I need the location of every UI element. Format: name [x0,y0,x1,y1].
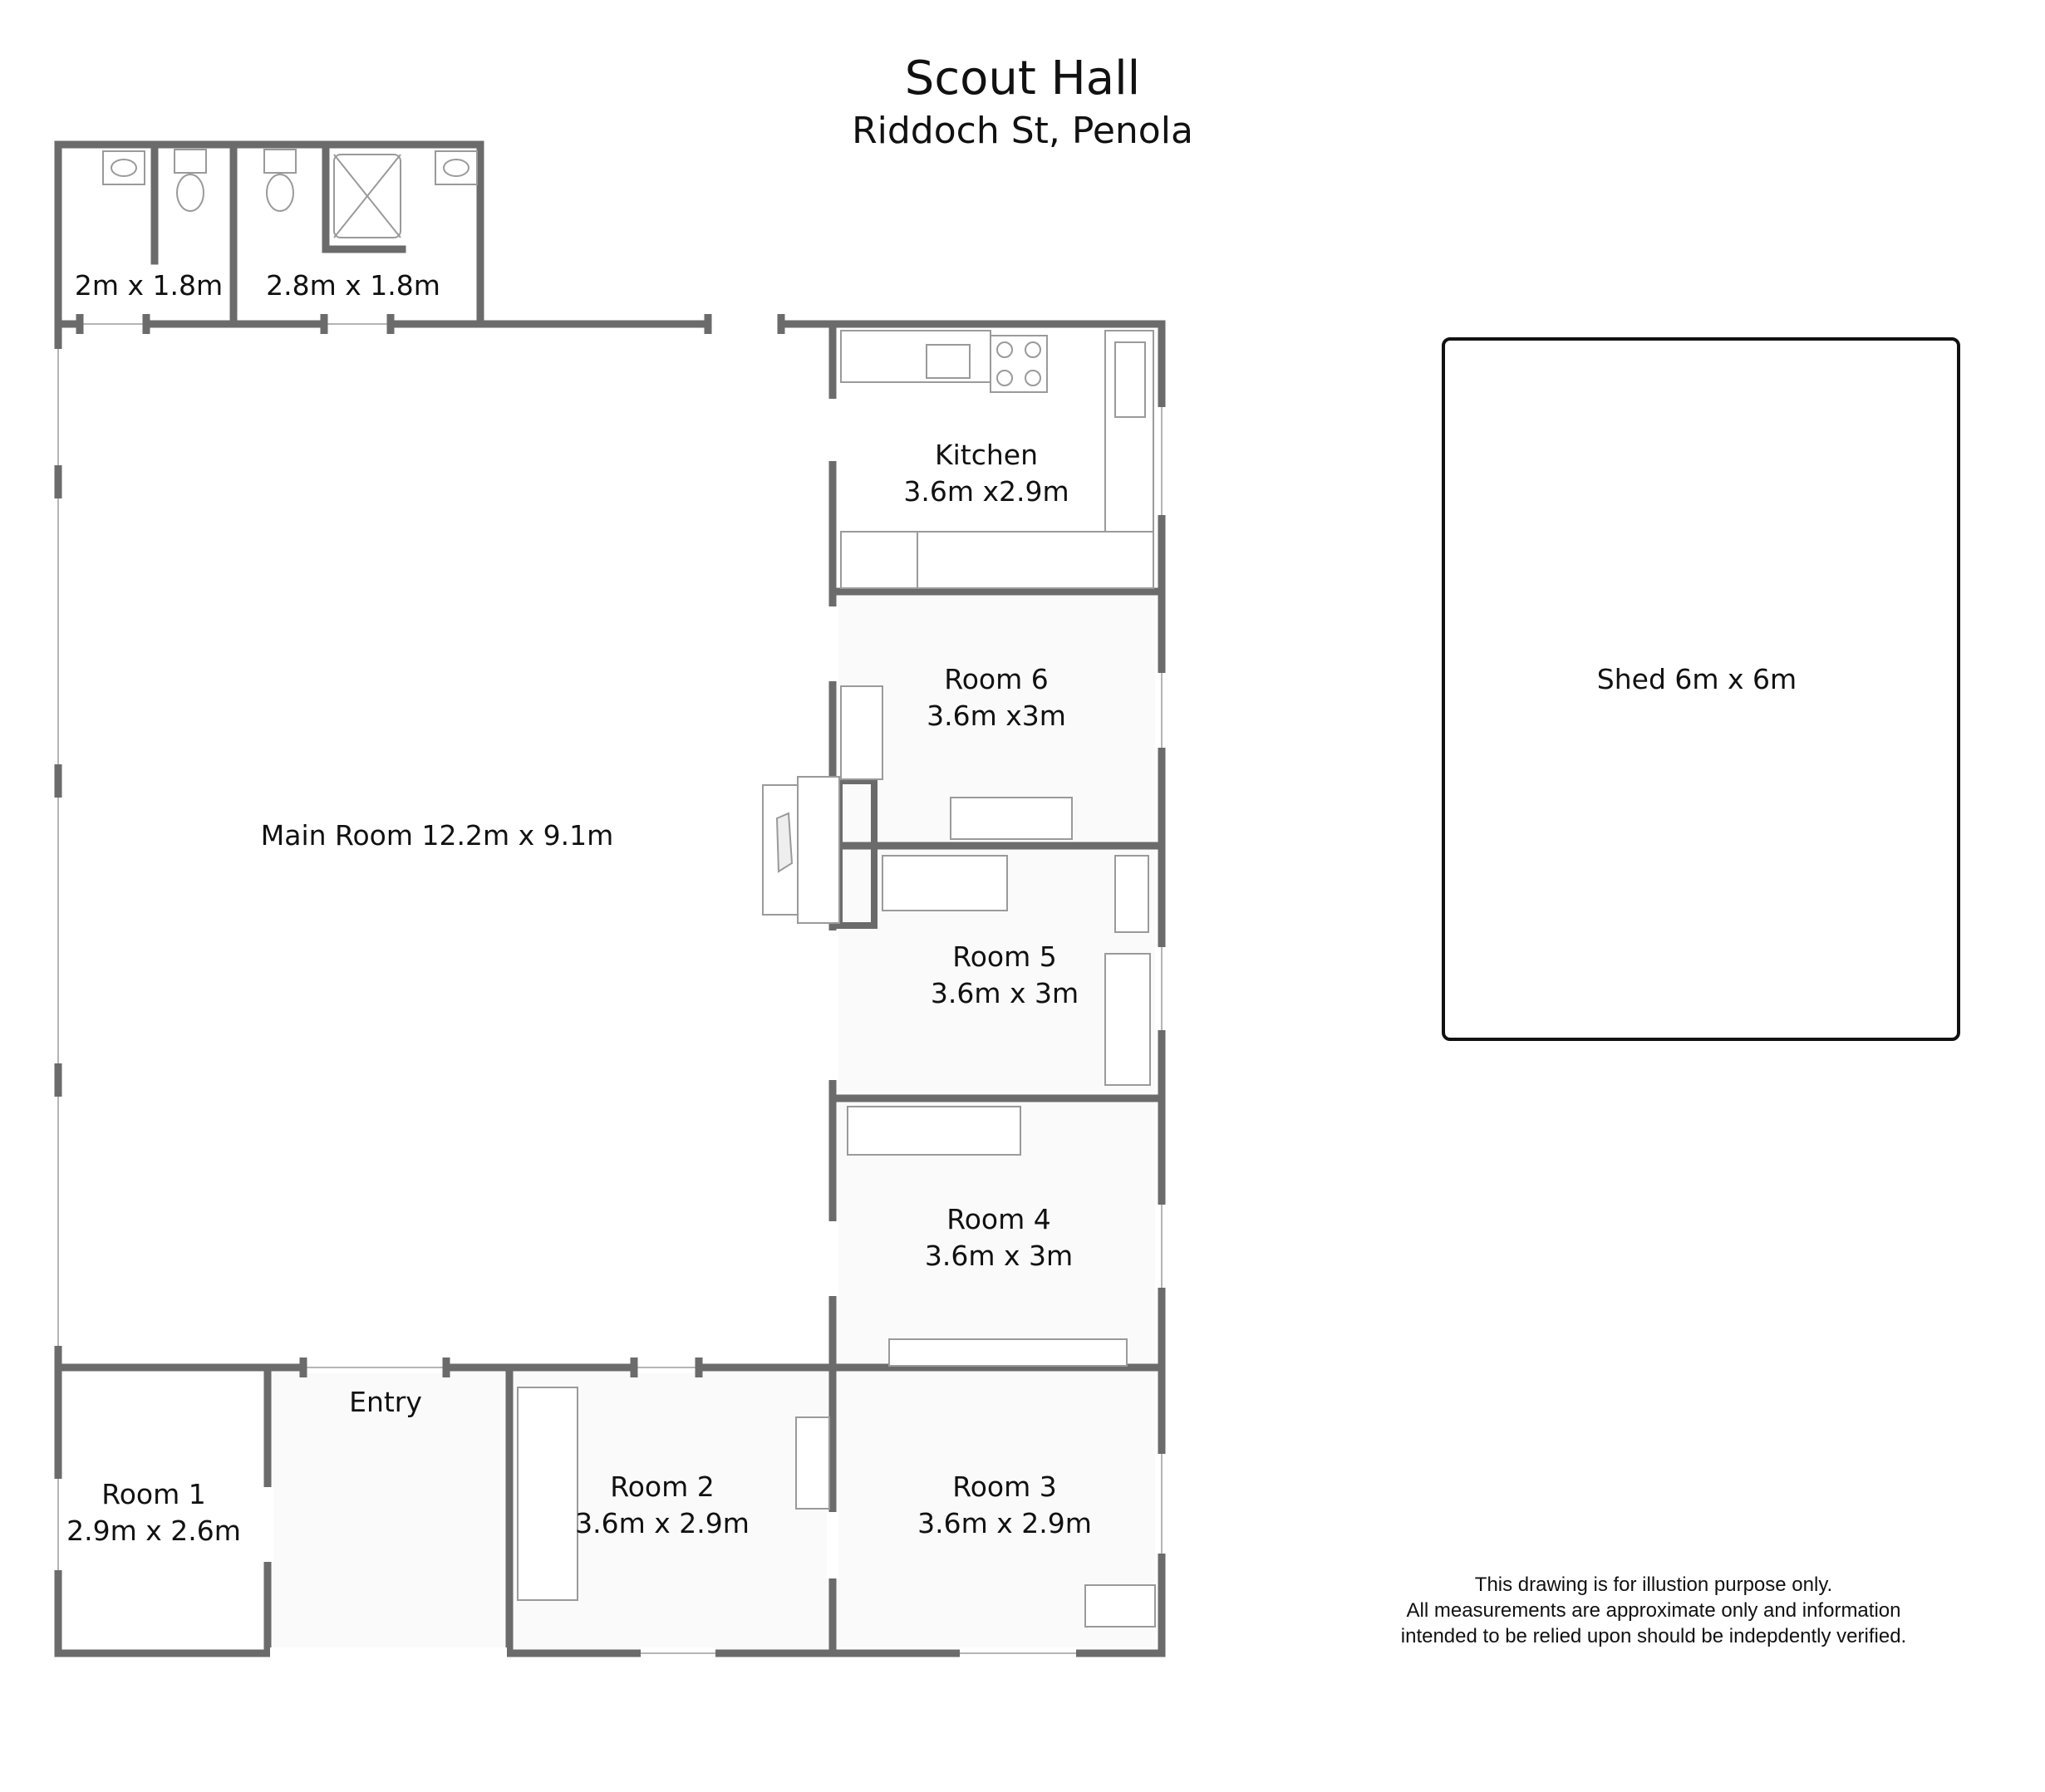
door-ticks [76,314,785,1377]
plan-title: Scout Hall [904,52,1141,106]
room-fills [270,593,1155,1650]
fixtures [102,149,1156,1628]
shed-label: Shed 6m x 6m [1596,663,1797,695]
openings [52,318,1168,1659]
bathroom-1-label: 2m x 1.8m [74,269,224,302]
shed-outline [1442,337,1960,1041]
bathroom-2-label: 2.8m x 1.8m [266,269,440,302]
plan-subtitle: Riddoch St, Penola [852,110,1193,152]
entry-label: Entry [349,1386,422,1418]
main-room-label: Main Room 12.2m x 9.1m [260,819,614,852]
disclaimer: This drawing is for illustion purpose on… [1400,1574,1907,1647]
